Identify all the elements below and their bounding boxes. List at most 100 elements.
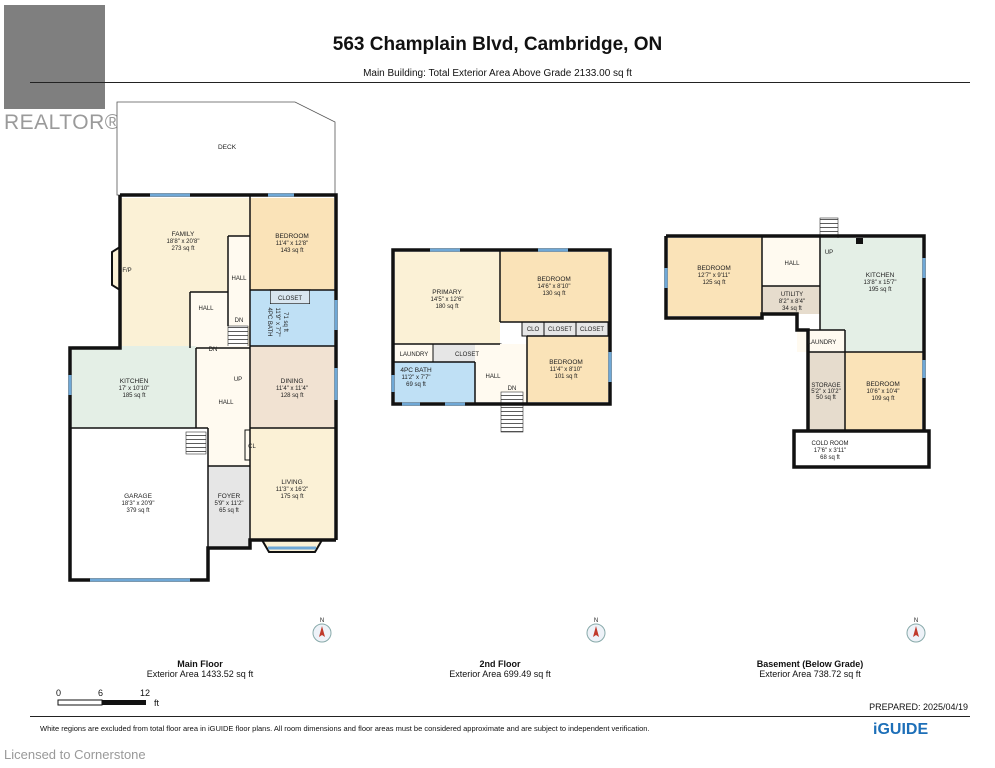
main-bedroom (250, 198, 334, 290)
room-area: 125 sq ft (702, 280, 725, 286)
basement-plan (664, 217, 931, 469)
basement-windows (664, 258, 926, 378)
room-name: HALL (784, 261, 800, 267)
room-name: FAMILY (172, 231, 195, 238)
room-name: KITCHEN (120, 378, 149, 385)
room-area: 195 sq ft (868, 287, 891, 293)
room-name: 4PC BATH (400, 367, 432, 374)
room-name: HALL (218, 400, 234, 406)
room-dims: 13'8" x 15'7" (864, 280, 897, 286)
dining-room (250, 346, 334, 428)
room-name: CLOSET (455, 352, 479, 358)
room-area: 273 sq ft (171, 246, 194, 252)
room-name: BEDROOM (866, 381, 900, 388)
license-watermark: Licensed to Cornerstone (4, 747, 146, 762)
room-name: BEDROOM (697, 265, 731, 272)
primary-room (395, 252, 500, 344)
floor-name: Main Floor (177, 659, 223, 669)
basement-hall (762, 238, 820, 286)
basement-interior-walls (761, 236, 924, 431)
room-dims: 11'3" x 16'2" (276, 487, 308, 493)
bay-window (260, 539, 324, 553)
room-area: 109 sq ft (871, 396, 894, 402)
scale-bar (57, 699, 146, 706)
hall-left (190, 292, 228, 348)
room-name: HALL (198, 306, 214, 312)
room-name: STORAGE (811, 383, 840, 389)
scale-label: 0 (56, 688, 62, 698)
room-dims: 11'4" x 11'4" (276, 386, 308, 392)
room-dims: 11'4" x 8'10" (550, 367, 582, 373)
bedroom-2a (500, 252, 608, 322)
utility-room (762, 286, 820, 314)
room-name: CLOSET (580, 327, 604, 333)
room-dims: 11'9" x 7'7" (274, 307, 280, 336)
disclaimer-text: White regions are excluded from total fl… (40, 724, 650, 733)
stair-label: DN (508, 386, 517, 392)
room-area: 130 sq ft (542, 291, 565, 297)
second-stairs (500, 391, 524, 433)
room-area: 71 sq ft (282, 312, 288, 332)
room-name: HALL (485, 374, 501, 380)
kitchen-room (72, 346, 196, 428)
room-dims: 18'8" x 20'8" (167, 239, 200, 245)
room-area: 50 sq ft (816, 395, 836, 401)
floor-area: Exterior Area 699.49 sq ft (449, 669, 551, 679)
room-area: 69 sq ft (406, 382, 426, 388)
room-area: 143 sq ft (280, 248, 303, 254)
basement-caption: Basement (Below Grade) Exterior Area 738… (720, 659, 900, 679)
second-walls (391, 248, 612, 406)
room-dims: 17'6" x 3'11" (814, 448, 846, 454)
room-dims: 5'9" x 11'2" (214, 501, 243, 507)
stair-label: DN (235, 318, 244, 324)
main-interior-walls (70, 195, 336, 580)
compass-basement: N (906, 618, 926, 643)
room-dims: 10'6" x 10'4" (867, 389, 900, 395)
room-dims: 5'2" x 10'2" (811, 389, 841, 395)
stair-label: DN (209, 347, 218, 353)
room-area: 101 sq ft (554, 374, 577, 380)
second-windows (391, 248, 612, 406)
compass-n-label: N (914, 618, 918, 624)
room-area: 180 sq ft (435, 304, 458, 310)
room-labels: DECK FAMILY 18'8" x 20'8" 273 sq ft F/P … (119, 144, 900, 514)
room-area: 65 sq ft (219, 508, 239, 514)
room-name: KITCHEN (866, 272, 895, 279)
bedroom-2b (527, 336, 608, 402)
room-area: 34 sq ft (782, 306, 802, 312)
stair-label: UP (234, 377, 242, 383)
main-bath (250, 290, 334, 346)
room-area: 175 sq ft (280, 494, 303, 500)
basement-kitchen (820, 238, 922, 352)
room-area: 128 sq ft (280, 393, 303, 399)
stair-label: UP (825, 250, 833, 256)
second-interior-walls (393, 250, 610, 404)
room-dims: 8'2" x 8'4" (779, 299, 805, 305)
basement-bedroom-1 (668, 238, 762, 316)
room-name: LIVING (281, 479, 302, 486)
room-name: DINING (281, 378, 304, 385)
foyer-room (208, 466, 250, 548)
basement-post (856, 238, 863, 244)
room-name: PRIMARY (432, 289, 462, 296)
scale-label: 12 (140, 688, 151, 698)
realtor-wordmark: REALTOR® (4, 111, 121, 134)
footer-divider (30, 716, 970, 717)
hall-top (228, 236, 250, 326)
room-name: BEDROOM (549, 359, 583, 366)
main-windows (68, 193, 338, 582)
floor-area: Exterior Area 738.72 sq ft (759, 669, 861, 679)
room-dims: 18'3" x 20'9" (122, 501, 155, 507)
room-area: 379 sq ft (126, 508, 149, 514)
main-floor-caption: Main Floor Exterior Area 1433.52 sq ft (120, 659, 280, 679)
page-title: 563 Champlain Blvd, Cambridge, ON (332, 34, 663, 55)
room-name: COLD ROOM (811, 441, 848, 447)
room-name: UTILITY (781, 292, 803, 298)
room-name: BEDROOM (537, 276, 571, 283)
floor-name: 2nd Floor (479, 659, 521, 669)
room-name: BEDROOM (275, 233, 309, 240)
room-name: HALL (231, 276, 247, 282)
compass-n-label: N (594, 618, 598, 624)
storage-room (808, 352, 845, 430)
room-name: CLO (527, 327, 540, 333)
